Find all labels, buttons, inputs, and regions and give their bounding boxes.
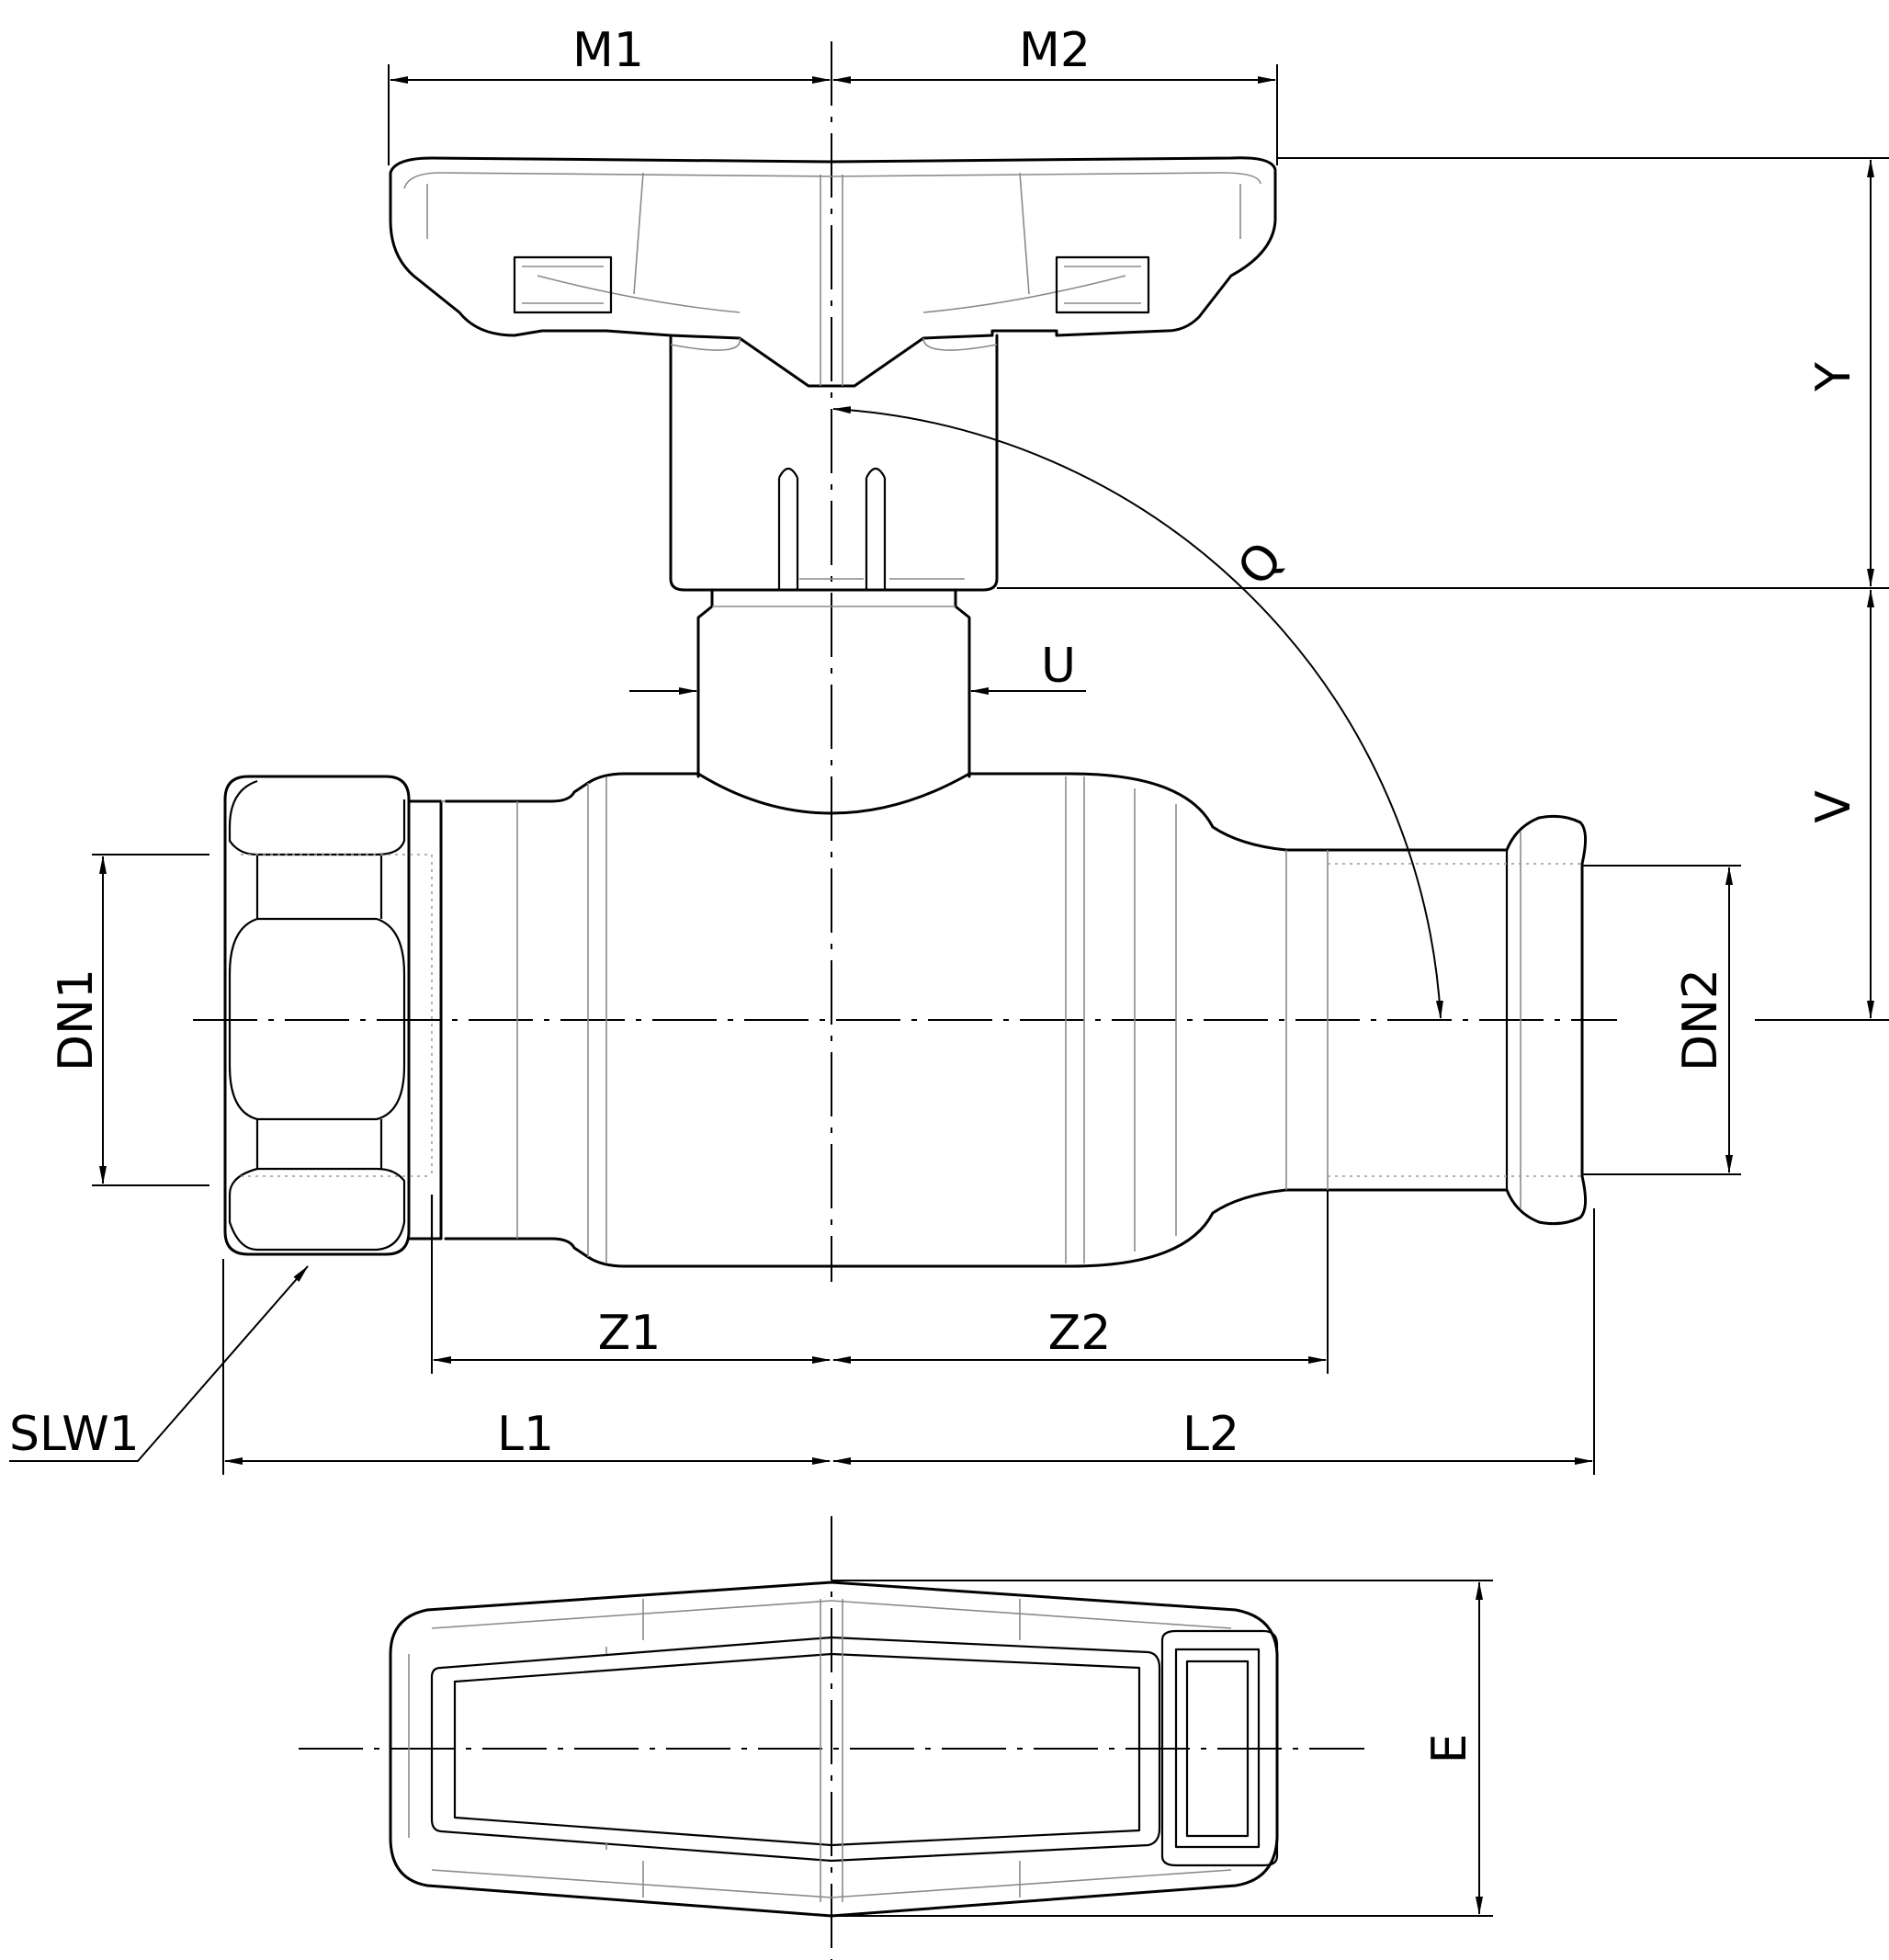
label-m2: M2 <box>1019 23 1091 78</box>
label-slw1: SLW1 <box>9 1407 140 1462</box>
label-dn2: DN2 <box>1673 969 1728 1071</box>
union-nut <box>223 775 446 1256</box>
label-l1: L1 <box>497 1407 554 1462</box>
handle-side-view <box>389 156 1277 592</box>
handle-plan-view <box>389 1580 1279 1918</box>
label-y: Y <box>1806 362 1861 392</box>
label-v: V <box>1806 790 1861 823</box>
label-q: Q <box>1227 532 1294 596</box>
label-z2: Z2 <box>1048 1306 1112 1361</box>
label-u: U <box>1041 639 1076 694</box>
dim-q-arc <box>832 406 1443 1019</box>
label-l2: L2 <box>1182 1407 1239 1462</box>
dimensions <box>9 64 1889 1917</box>
slw1-leader <box>9 1265 309 1462</box>
label-z1: Z1 <box>598 1306 662 1361</box>
label-dn1: DN1 <box>49 969 104 1071</box>
label-e: E <box>1422 1734 1477 1764</box>
stem-neck <box>696 588 971 778</box>
center-lines <box>193 41 1617 1960</box>
label-m1: M1 <box>572 23 644 78</box>
dimension-labels: M1 M2 Y V Q U DN1 DN2 SLW1 Z1 Z2 L1 L2 E <box>9 23 1861 1763</box>
